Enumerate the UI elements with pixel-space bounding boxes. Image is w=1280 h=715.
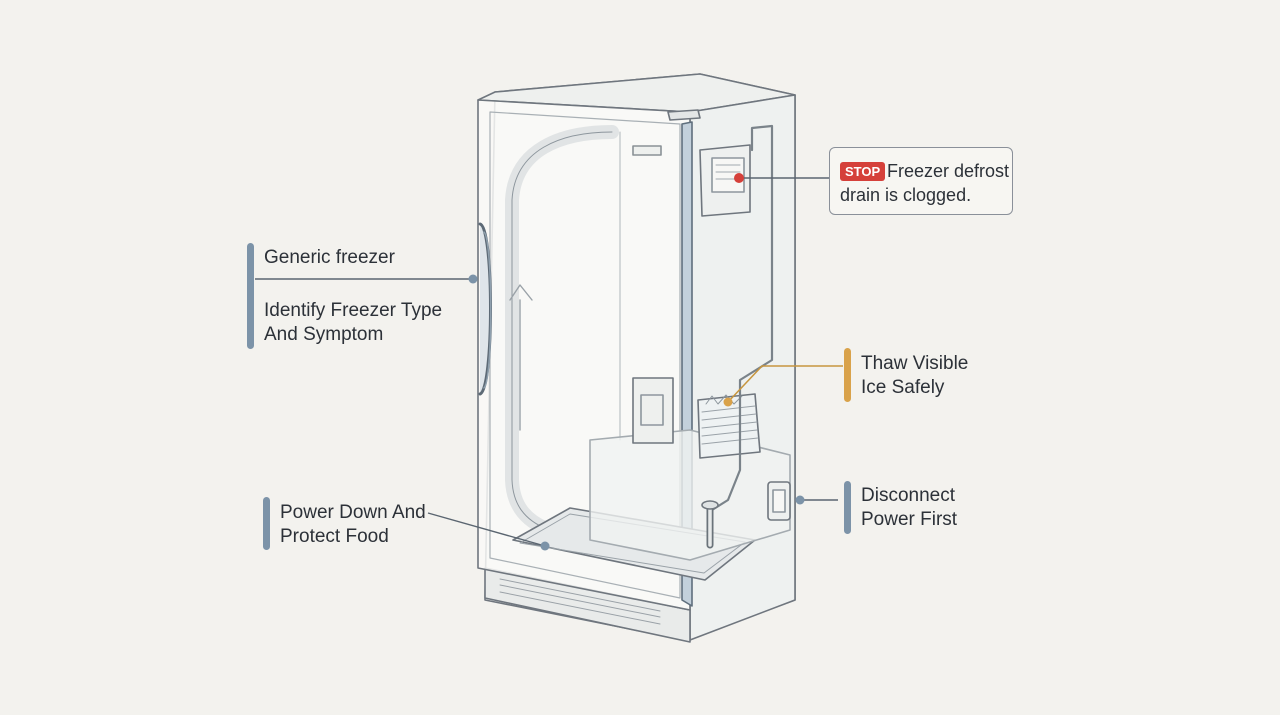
label-bar-thaw [844, 348, 851, 402]
pointer-dot-handle [468, 274, 478, 284]
label-thaw-ice: Thaw Visible Ice Safely [861, 353, 969, 398]
label-bar-disconnect [844, 481, 851, 534]
pointer-dot-plug [795, 495, 805, 505]
label-disconnect-power: Disconnect Power First [861, 485, 958, 530]
label-bar-power-down [263, 497, 270, 550]
pointer-dot-ice [723, 397, 733, 407]
pointer-dot-drain [734, 173, 744, 183]
label-identify-type: Identify Freezer Type And Symptom [264, 300, 443, 345]
label-bar-generic [247, 243, 254, 349]
alert-text: Freezer defrost drain is clogged. [840, 161, 1010, 205]
label-generic-freezer: Generic freezer [264, 247, 395, 268]
label-power-down: Power Down And Protect Food [280, 502, 426, 547]
alert-callout: STOP Freezer defrost drain is clogged. [829, 147, 1013, 215]
stop-badge: STOP [840, 162, 886, 181]
evaporator-coil [697, 393, 761, 459]
pointer-dot-tray [540, 541, 550, 551]
